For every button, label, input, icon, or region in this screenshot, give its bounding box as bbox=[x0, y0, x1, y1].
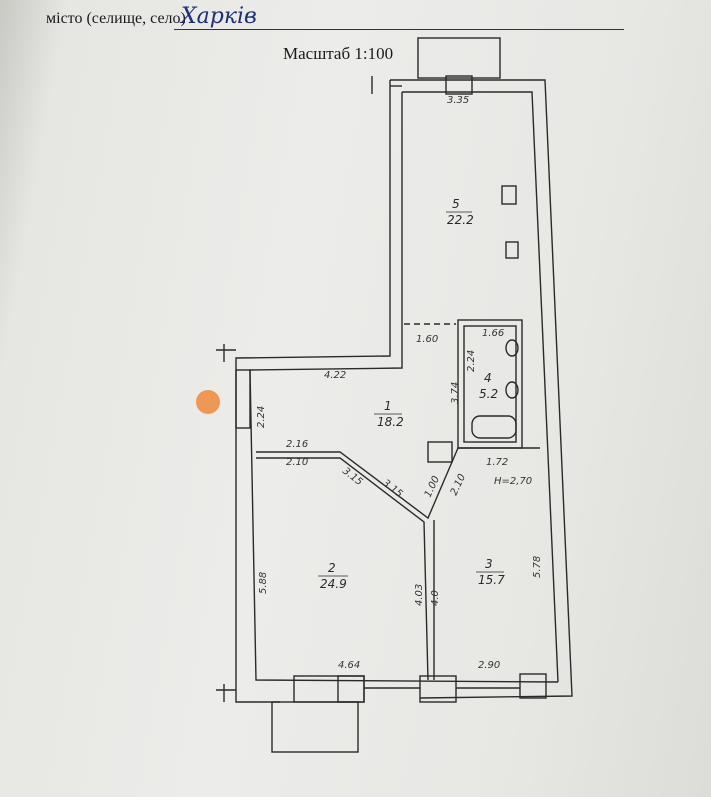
partition-inner bbox=[256, 457, 429, 681]
city-value: Харків bbox=[181, 4, 257, 29]
closet bbox=[427, 441, 453, 463]
dim-left-wall: 5.88 bbox=[258, 572, 269, 594]
city-field: місто (селище, село) Харків bbox=[46, 4, 646, 36]
bathtub bbox=[471, 415, 517, 439]
washbasin bbox=[505, 381, 519, 399]
dim-corridor-top: 1.60 bbox=[416, 334, 438, 345]
kitchen-sink bbox=[505, 241, 519, 259]
door-left bbox=[235, 369, 251, 429]
dim-bottom-right: 2.90 bbox=[478, 660, 500, 671]
city-label: місто (селище, село) bbox=[46, 10, 186, 27]
dim-diag-b: 3.15 bbox=[380, 478, 404, 500]
dim-bottom-left: 4.64 bbox=[338, 660, 360, 671]
window-bottom-right bbox=[519, 673, 547, 699]
ceiling-height: H=2,70 bbox=[494, 476, 532, 487]
scale-label: Масштаб 1:100 bbox=[283, 44, 394, 63]
balcony-bottom bbox=[271, 701, 359, 753]
dim-top: 3.35 bbox=[447, 95, 469, 106]
dim-left-wall-upper: 2.24 bbox=[256, 406, 267, 428]
dim-diag-d: 2.10 bbox=[449, 472, 468, 497]
window-top bbox=[445, 75, 473, 95]
inner-wall-left bbox=[249, 92, 559, 683]
dim-hall-top: 4.22 bbox=[324, 370, 346, 381]
room-2-area: 24.9 bbox=[320, 577, 347, 591]
room-2-number: 2 bbox=[328, 561, 336, 575]
outer-wall-right bbox=[390, 79, 573, 699]
outer-wall-left bbox=[235, 80, 391, 703]
room-5-number: 5 bbox=[452, 197, 460, 211]
dim-diag-c: 1.00 bbox=[423, 474, 442, 499]
dim-right-wall: 5.78 bbox=[532, 556, 543, 578]
room-1-number: 1 bbox=[384, 399, 392, 413]
orange-marker bbox=[196, 390, 220, 414]
dim-wall-2-top-b: 2.10 bbox=[286, 457, 308, 468]
balcony-top bbox=[417, 37, 501, 79]
dim-diag-a: 3.15 bbox=[340, 466, 364, 488]
room-4-area: 5.2 bbox=[479, 387, 498, 401]
room-1-area: 18.2 bbox=[377, 415, 404, 429]
window-bottom-mid bbox=[419, 675, 457, 703]
dim-wall-2-top-a: 2.16 bbox=[286, 439, 308, 450]
dim-bath-side: 2.24 bbox=[466, 350, 477, 372]
room-5-area: 22.2 bbox=[447, 213, 474, 227]
room-4-number: 4 bbox=[484, 371, 492, 385]
dim-bath-top: 1.66 bbox=[482, 328, 504, 339]
toilet bbox=[505, 339, 519, 357]
stove bbox=[501, 185, 517, 205]
dim-partition-a: 4.03 bbox=[414, 584, 425, 606]
room-3-area: 15.7 bbox=[478, 573, 505, 587]
dim-hall-height: 3.74 bbox=[450, 382, 461, 404]
room-3-number: 3 bbox=[485, 557, 493, 571]
dim-room3-top: 1.72 bbox=[486, 457, 508, 468]
city-underline bbox=[174, 29, 624, 30]
dim-partition-b: 4.0 bbox=[430, 590, 441, 606]
partition-diagonal bbox=[256, 447, 459, 520]
tick-marks bbox=[216, 76, 373, 702]
